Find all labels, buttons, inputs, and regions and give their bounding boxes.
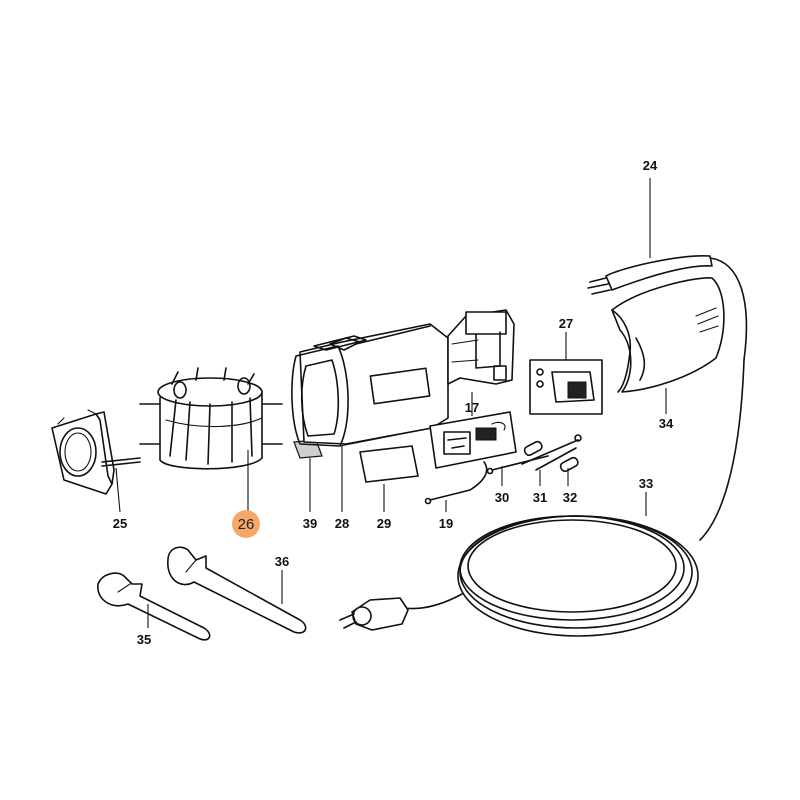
callout-26: 26 xyxy=(238,516,255,533)
callout-28: 28 xyxy=(335,516,349,531)
part-33-power-cord[interactable] xyxy=(339,359,745,637)
part-34-handle-cover[interactable] xyxy=(611,276,725,414)
callout-19: 19 xyxy=(439,516,453,531)
callout-24: 24 xyxy=(643,158,658,173)
part-35-spanner[interactable] xyxy=(97,572,211,641)
callout-17: 17 xyxy=(465,400,479,415)
part-29-rating-plate[interactable] xyxy=(359,445,419,512)
callout-31: 31 xyxy=(533,490,547,505)
part-27-switch[interactable] xyxy=(529,332,603,415)
callout-34: 34 xyxy=(659,416,674,431)
part-25-fan-baffle[interactable] xyxy=(51,409,141,513)
callout-25: 25 xyxy=(113,516,127,531)
callout-32: 32 xyxy=(563,490,577,505)
callout-30: 30 xyxy=(495,490,509,505)
part-26-stator[interactable] xyxy=(139,367,283,512)
callout-33: 33 xyxy=(639,476,653,491)
highlight-circle xyxy=(232,510,260,538)
callout-27: 27 xyxy=(559,316,573,331)
callout-29: 29 xyxy=(377,516,391,531)
part-30-wire[interactable] xyxy=(486,455,549,486)
part-19-brush-lead[interactable] xyxy=(424,461,488,512)
callout-39: 39 xyxy=(303,516,317,531)
part-31-wire[interactable] xyxy=(521,434,582,486)
callout-36: 36 xyxy=(275,554,289,569)
callout-26-highlight[interactable]: 26 xyxy=(232,510,260,538)
callout-35: 35 xyxy=(137,632,151,647)
part-17-brush-holder[interactable] xyxy=(429,392,517,469)
part-36-spanner[interactable] xyxy=(167,546,307,634)
part-32-sleeve[interactable] xyxy=(523,440,579,486)
part-24-cable-sleeve[interactable] xyxy=(587,178,748,361)
part-39-label[interactable] xyxy=(293,439,323,512)
part-28-motor-housing[interactable] xyxy=(291,309,515,512)
